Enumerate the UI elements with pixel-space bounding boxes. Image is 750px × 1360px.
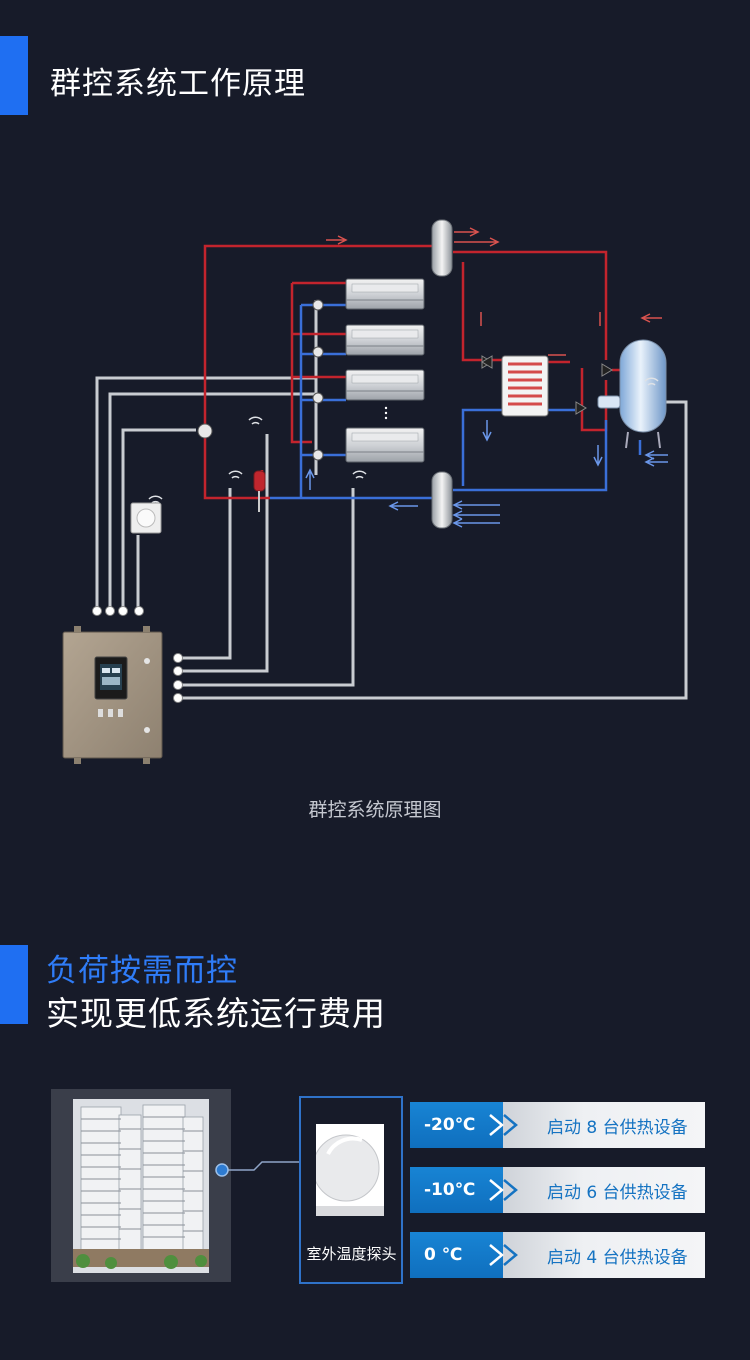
rule-row: 0 ℃ 启动 4 台供热设备 — [410, 1232, 705, 1278]
double-chevron-icon — [489, 1179, 518, 1201]
expansion-vessel — [253, 470, 266, 512]
rule-action: 启动 6 台供热设备 — [503, 1167, 705, 1213]
rule-action: 启动 8 台供热设备 — [503, 1102, 705, 1148]
boiler-unit — [345, 324, 425, 356]
wire-terminal — [92, 606, 183, 703]
section-accent-bar — [0, 945, 28, 1024]
return-pipes — [270, 303, 642, 500]
section-subtitle-lower-cost: 实现更低系统运行费用 — [46, 994, 386, 1033]
section-accent-bar — [0, 36, 28, 115]
building-photo — [51, 1089, 231, 1282]
supply-pipes — [203, 244, 626, 500]
rule-action: 启动 4 台供热设备 — [503, 1232, 705, 1278]
double-chevron-icon — [489, 1244, 518, 1266]
rule-temperature: -20℃ — [410, 1102, 503, 1148]
heat-exchanger — [501, 355, 549, 417]
boiler-unit — [345, 369, 425, 401]
connection-line — [215, 1161, 300, 1177]
valve-icon — [481, 355, 613, 415]
boiler-stack-ellipsis — [384, 406, 388, 420]
rule-temperature: 0 ℃ — [410, 1232, 503, 1278]
group-control-schematic — [62, 219, 688, 764]
pump-icon — [197, 299, 324, 461]
diagram-caption: 群控系统原理图 — [308, 799, 442, 821]
supply-header — [431, 219, 453, 277]
section-title-load-control: 负荷按需而控 — [46, 953, 238, 989]
boiler-unit — [345, 278, 425, 310]
probe-label: 室外温度探头 — [306, 1245, 397, 1263]
rule-row: -10℃ 启动 6 台供热设备 — [410, 1167, 705, 1213]
outdoor-temperature-probe-icon — [316, 1124, 384, 1216]
rule-temperature: -10℃ — [410, 1167, 503, 1213]
flow-arrows — [305, 227, 668, 528]
rule-row: -20℃ 启动 8 台供热设备 — [410, 1102, 705, 1148]
wireless-sensor-icon — [148, 377, 659, 504]
buffer-tank — [597, 339, 667, 449]
return-header — [431, 471, 453, 529]
section-title-principle: 群控系统工作原理 — [50, 66, 306, 102]
control-cabinet — [62, 626, 163, 764]
boiler-unit — [345, 427, 425, 463]
outdoor-sensor-box — [130, 502, 162, 534]
double-chevron-icon — [489, 1114, 518, 1136]
